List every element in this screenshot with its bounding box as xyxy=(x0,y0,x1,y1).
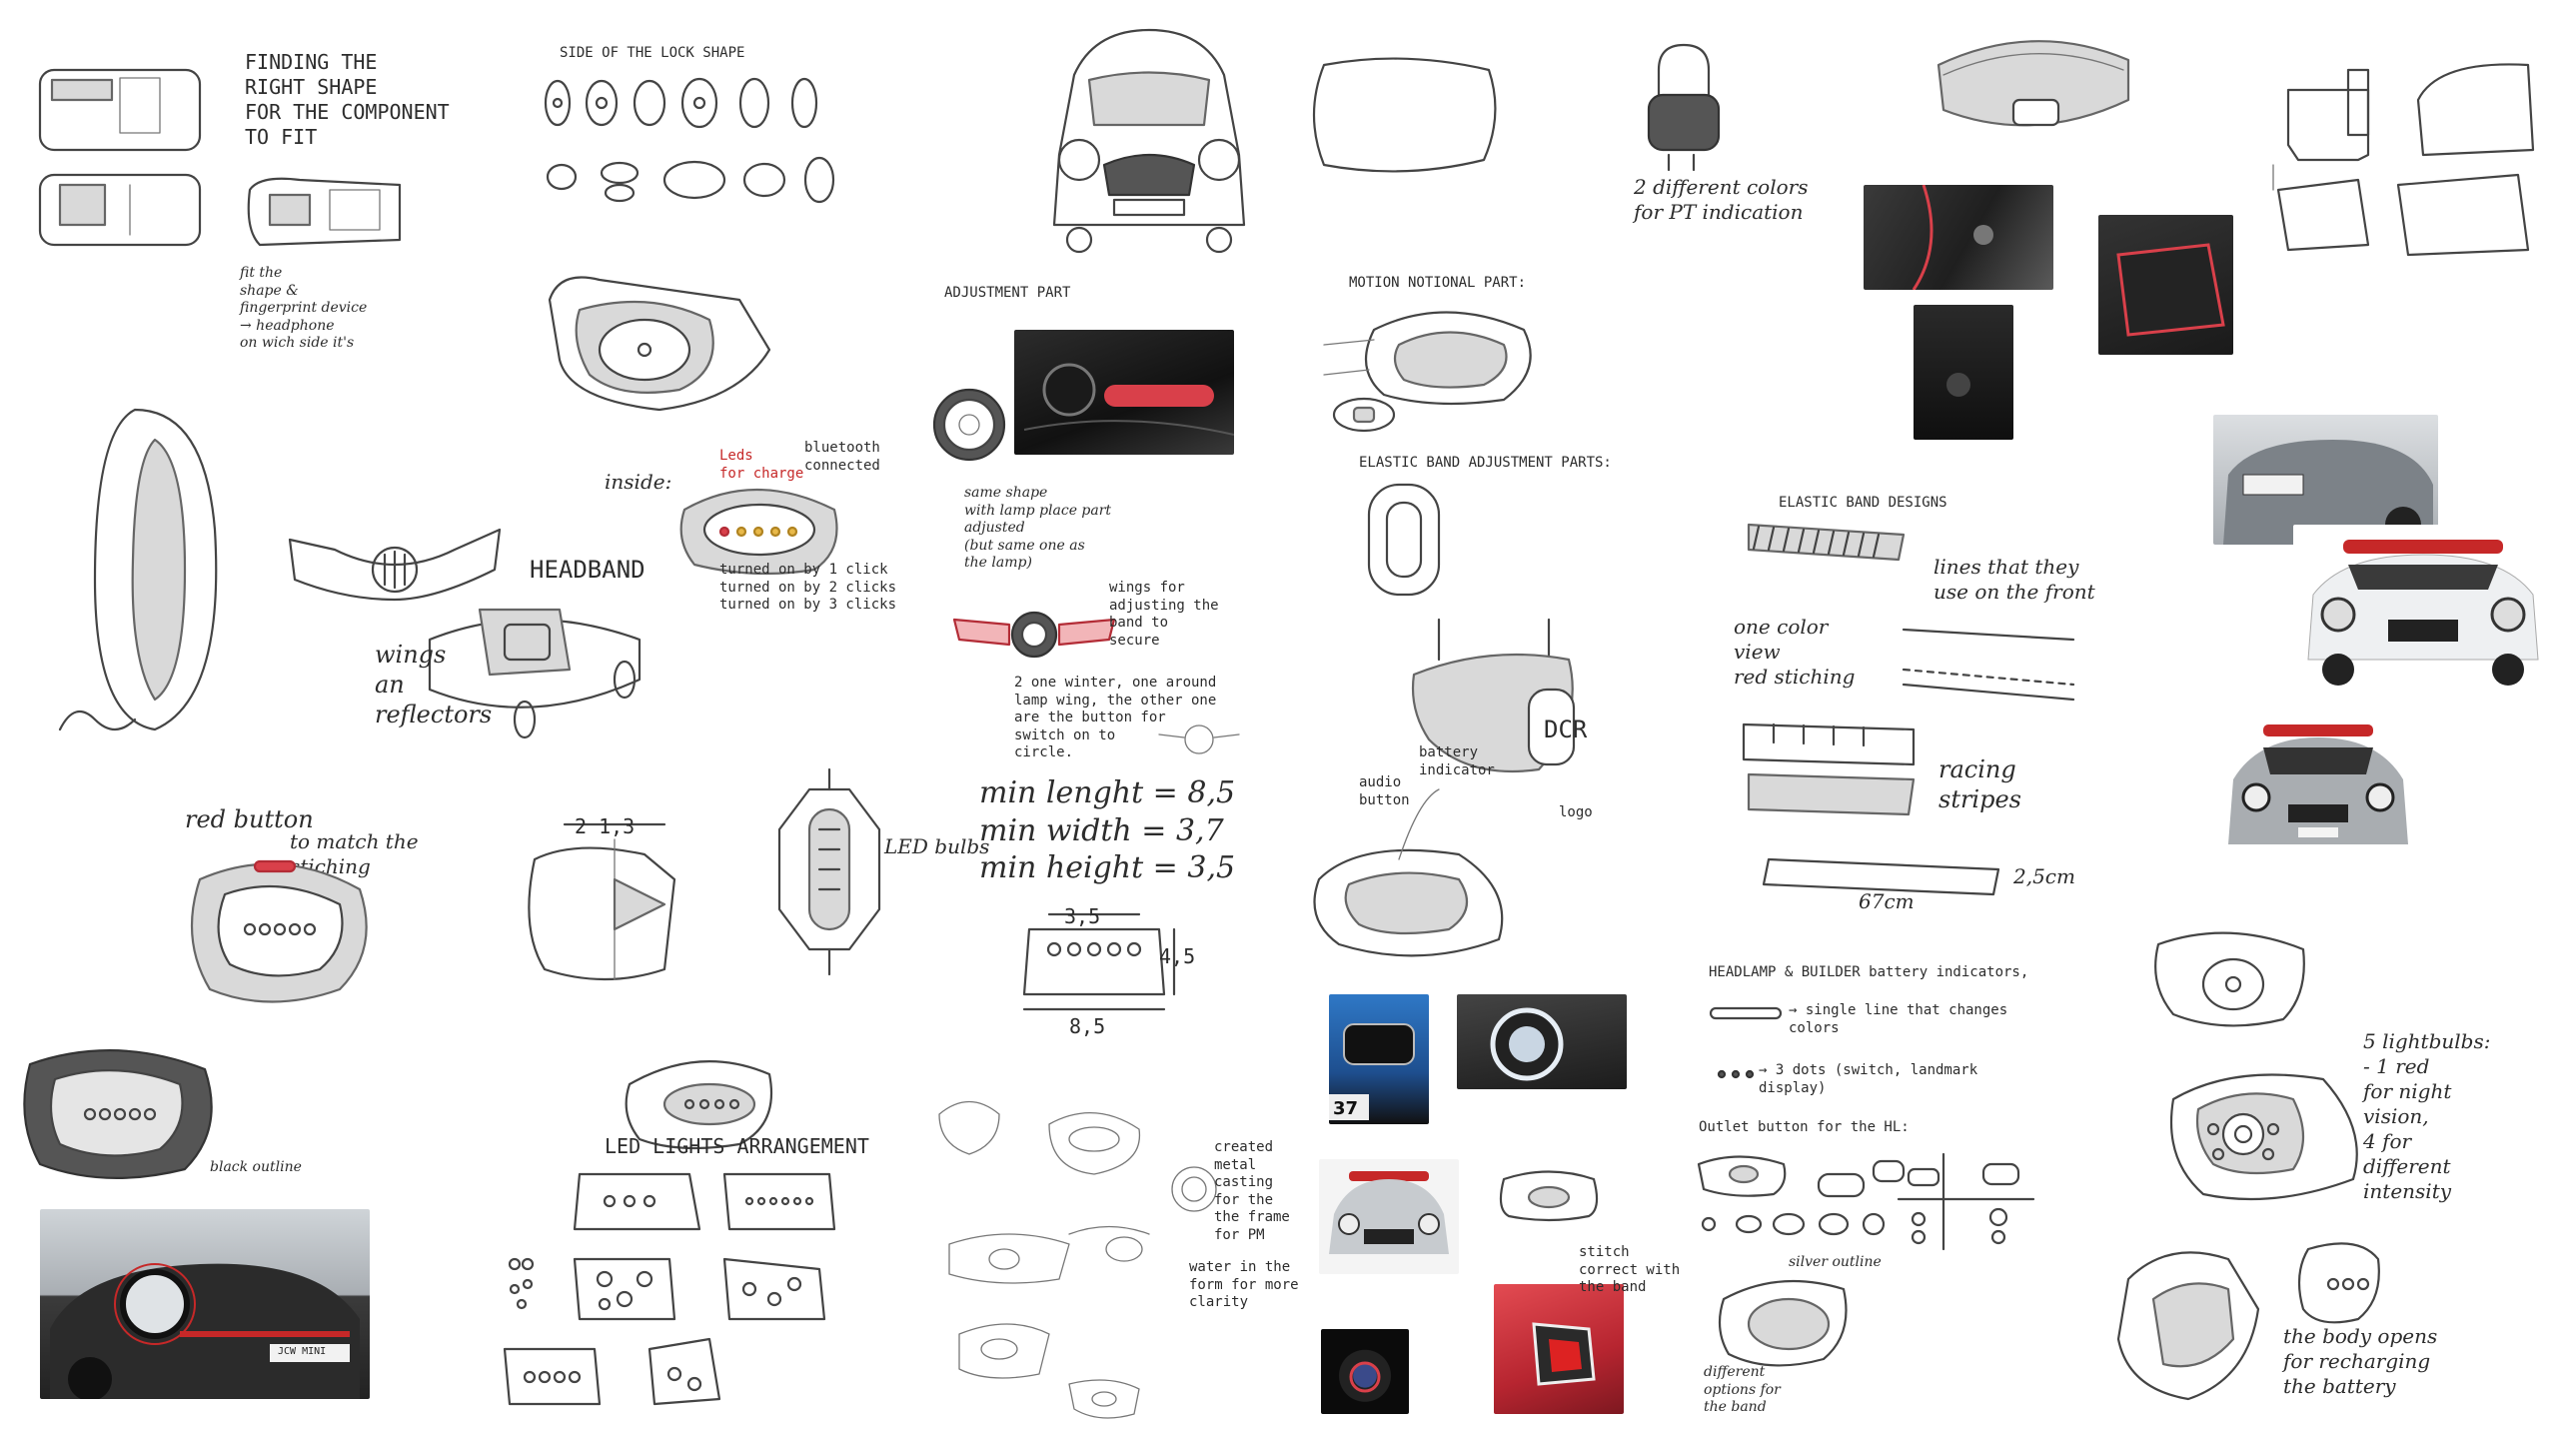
note-racing: racing stripes xyxy=(1938,755,2021,813)
sketch-device-side xyxy=(247,177,402,247)
note-len-67: 67cm xyxy=(1859,889,1915,913)
note-red-button: red button xyxy=(185,805,314,833)
note-logo: logo xyxy=(1559,804,1593,820)
note-dim-45: 4,5 xyxy=(1159,944,1196,968)
note-lamp: same shape with lamp place part adjusted… xyxy=(964,485,1112,571)
sketch-earcup-side xyxy=(58,408,218,731)
sketch-indicator-line xyxy=(1709,1006,1783,1020)
sketch-wing-logo-small xyxy=(1158,724,1240,754)
note-metal: created metal casting for the the frame … xyxy=(1214,1139,1290,1243)
sketch-elastic-patterns xyxy=(1742,523,2075,896)
sketch-car-front xyxy=(1052,28,1246,254)
note-circle: 2 one winter, one around lamp wing, the … xyxy=(1014,675,1217,760)
photo-blue-car-front: 37 xyxy=(1329,994,1429,1124)
note-finding-shape: FINDING THE RIGHT SHAPE FOR THE COMPONEN… xyxy=(245,50,450,149)
sketch-round-lamp xyxy=(932,388,1006,462)
note-battery: battery indicator xyxy=(1419,744,1495,778)
photo-red-taillight xyxy=(1494,1284,1624,1414)
sketch-pencil-variations xyxy=(938,1101,1217,1419)
plate-37: 37 xyxy=(1333,1098,1359,1119)
sketch-earcup-bottom xyxy=(1313,788,1504,957)
note-dim-35: 3,5 xyxy=(1064,904,1101,928)
note-wings: wings an reflectors xyxy=(375,641,493,728)
sketch-lock-shapes xyxy=(544,77,835,204)
photo-car-front-dark: JCW MINI xyxy=(40,1209,370,1399)
sketch-indicator-dots xyxy=(1717,1069,1755,1079)
note-wing: wings for adjusting the band to secure xyxy=(1109,580,1219,649)
photo-floor-mat xyxy=(2098,215,2233,355)
note-stitch: stitch correct with the band xyxy=(1579,1244,1681,1295)
note-two-colors: 2 different colors for PT indication xyxy=(1634,175,1809,224)
sketch-headband-ring xyxy=(1936,40,2130,127)
sketch-led-arrangements xyxy=(503,1172,836,1406)
sketch-device-top xyxy=(38,68,202,247)
note-single-line: → single line that changes colors xyxy=(1789,1002,2008,1036)
note-elastic-designs: ELASTIC BAND DESIGNS xyxy=(1779,495,1947,511)
sketch-earcup-dcr xyxy=(1411,618,1576,773)
sketch-headband-3d xyxy=(428,608,642,739)
photo-logo-light xyxy=(1321,1329,1409,1414)
sketch-earcup-led xyxy=(625,1060,773,1150)
photo-car-rear-plate xyxy=(2213,415,2438,545)
sketch-earcup-open xyxy=(2116,1242,2380,1401)
sketch-headphone-cups-top xyxy=(2272,63,2535,257)
note-one-color: one color view red stiching xyxy=(1734,615,1856,689)
note-lines: lines that they use on the front xyxy=(1933,555,2095,604)
sketch-padlock xyxy=(1647,43,1721,172)
sketch-earcup-3d xyxy=(548,276,771,412)
note-five-bulbs: 5 lightbulbs: - 1 red for night vision, … xyxy=(2363,1029,2491,1203)
photo-interior-dark xyxy=(1914,305,2013,440)
note-outlet-button: Outlet button for the HL: xyxy=(1699,1119,1910,1135)
note-side-lock: SIDE OF THE LOCK SHAPE xyxy=(560,45,745,61)
note-len-25: 2,5cm xyxy=(2013,864,2075,888)
photo-grey-car-front xyxy=(2218,720,2418,869)
note-dim-85: 8,5 xyxy=(1069,1014,1106,1038)
note-diff-options: different options for the band xyxy=(1704,1364,1781,1415)
note-led-red: Leds for charge xyxy=(719,448,804,482)
note-led-list: turned on by 1 click turned on by 2 clic… xyxy=(719,562,897,613)
sketch-led-inside xyxy=(679,489,838,576)
sketch-led-bulb-cap xyxy=(777,767,881,976)
sketch-badge xyxy=(1499,1170,1599,1222)
note-dim-small: 2 1,3 xyxy=(575,814,636,838)
photo-headlight-halo xyxy=(1457,994,1627,1089)
note-led-lights: LED LIGHTS ARRANGEMENT xyxy=(605,1134,869,1158)
sketch-outlet-buttons xyxy=(1697,1152,2035,1251)
photo-door-handle xyxy=(1014,330,1234,455)
sketch-earcup-red-button xyxy=(190,859,368,1003)
sketch-earcup-5bulbs xyxy=(2169,1073,2358,1201)
note-dims: min lenght = 8,5 min width = 3,7 min hei… xyxy=(979,775,1236,885)
sketch-earcup-black-outline xyxy=(23,1049,213,1179)
note-adjustment: ADJUSTMENT PART xyxy=(944,285,1071,301)
sketch-button-box xyxy=(528,822,676,981)
note-audio: audio button xyxy=(1359,774,1410,808)
note-motion: MOTION NOTIONAL PART: xyxy=(1349,275,1527,291)
sketch-led-housing-dims xyxy=(1022,912,1176,1011)
note-fit: fit the shape & fingerprint device → hea… xyxy=(240,265,368,351)
note-water: water in the form for more clarity xyxy=(1189,1259,1299,1310)
note-black-outline: black outline xyxy=(210,1159,302,1175)
photo-grey-car-red-roof xyxy=(1319,1159,1459,1274)
photo-seat-stitch xyxy=(1864,185,2053,290)
note-silver: silver outline xyxy=(1789,1254,1882,1270)
sketch-silver-earcup xyxy=(1718,1279,1848,1367)
photo-white-car-red-roof xyxy=(2293,525,2553,690)
sketch-grille-outline xyxy=(1312,57,1497,173)
note-headlamp: HEADLAMP & BUILDER battery indicators, xyxy=(1709,964,2029,980)
sketch-motion-part xyxy=(1323,311,1532,433)
note-dcr: DCR xyxy=(1544,716,1588,743)
sketch-elastic-part xyxy=(1367,483,1441,597)
note-body-opens: the body opens for recharging the batter… xyxy=(2283,1324,2438,1398)
note-inside: inside: xyxy=(605,470,672,494)
note-elastic-adj: ELASTIC BAND ADJUSTMENT PARTS: xyxy=(1359,455,1612,471)
sketch-headband-wings xyxy=(288,528,502,602)
note-led-bulbs: LED bulbs xyxy=(884,834,990,858)
sketch-earcup-5bulbs-top xyxy=(2154,931,2305,1027)
sketch-wing-logo xyxy=(952,611,1116,659)
note-led: bluetooth connected xyxy=(804,440,880,474)
note-three-dots: → 3 dots (switch, landmark display) xyxy=(1759,1062,1978,1096)
plate-text-1: JCW MINI xyxy=(278,1346,327,1357)
note-headband: HEADBAND xyxy=(530,556,645,584)
